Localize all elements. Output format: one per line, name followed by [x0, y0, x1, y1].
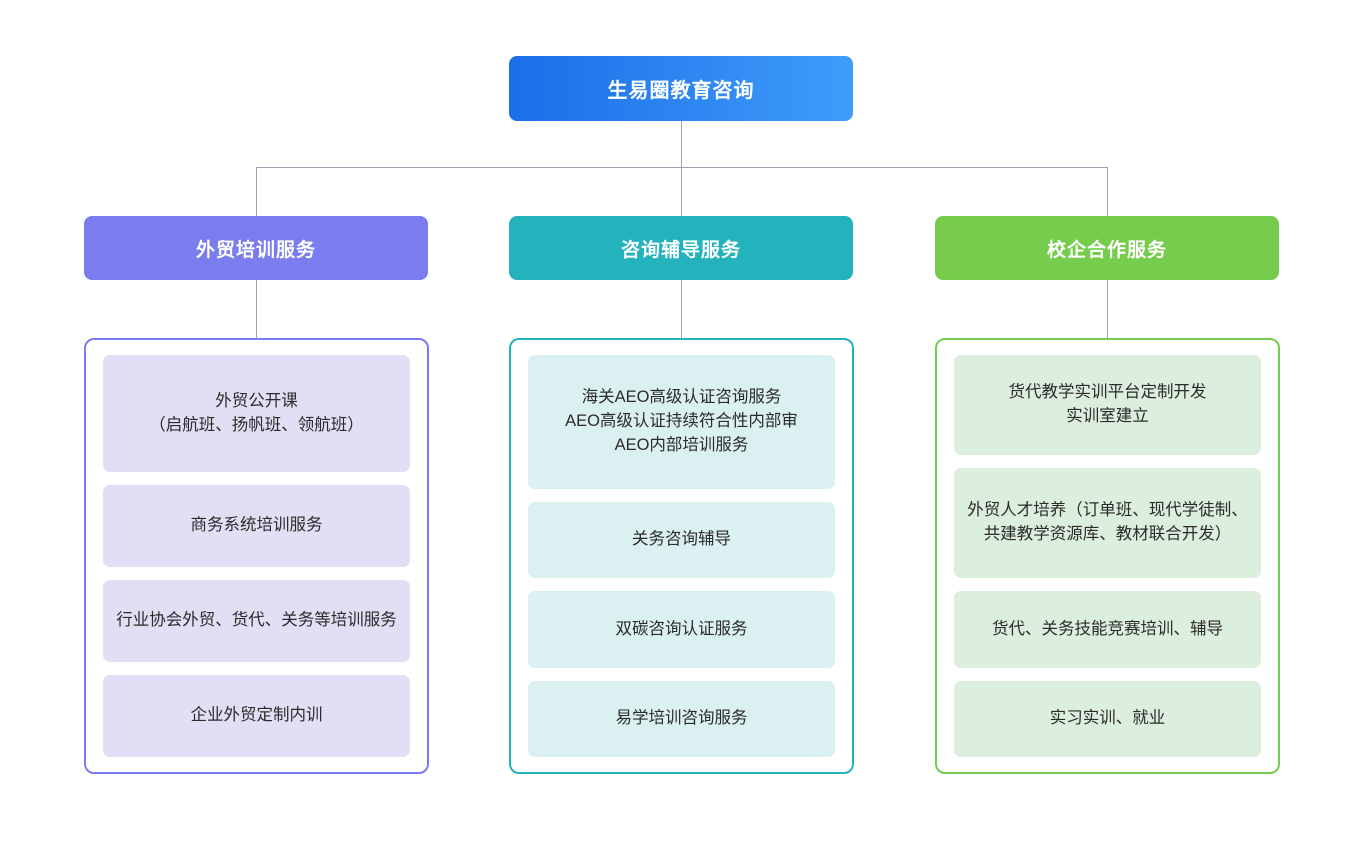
branch-header-xiaoqi-hezuo[interactable]: 校企合作服务	[935, 216, 1279, 280]
service-item[interactable]: 货代教学实训平台定制开发 实训室建立	[954, 355, 1261, 456]
branch-header-label: 外贸培训服务	[195, 239, 316, 261]
connector-branch-1-vertical	[681, 167, 682, 216]
root-node[interactable]: 生易圈教育咨询	[509, 56, 853, 121]
service-item[interactable]: 海关AEO高级认证咨询服务 AEO高级认证持续符合性内部审 AEO内部培训服务	[528, 355, 835, 490]
branch-header-zixun-fudao[interactable]: 咨询辅导服务	[509, 216, 853, 280]
service-item[interactable]: 企业外贸定制内训	[103, 675, 410, 757]
branch-header-waimao-peixun[interactable]: 外贸培训服务	[84, 216, 428, 280]
branch-header-label: 校企合作服务	[1046, 239, 1167, 261]
service-item[interactable]: 易学培训咨询服务	[528, 680, 835, 757]
connector-panel-1-vertical	[681, 280, 682, 338]
service-item[interactable]: 双碳咨询认证服务	[528, 591, 835, 668]
connector-horizontal-bus	[256, 167, 1108, 168]
service-item[interactable]: 行业协会外贸、货代、关务等培训服务	[103, 580, 410, 663]
connector-root-vertical	[681, 121, 682, 167]
root-node-label: 生易圈教育咨询	[607, 80, 755, 102]
branch-panel-xiaoqi-hezuo: 货代教学实训平台定制开发 实训室建立 外贸人才培养（订单班、现代学徒制、共建教学…	[935, 338, 1280, 774]
service-item[interactable]: 外贸公开课 （启航班、扬帆班、领航班）	[103, 355, 410, 473]
branch-panel-zixun-fudao: 海关AEO高级认证咨询服务 AEO高级认证持续符合性内部审 AEO内部培训服务 …	[509, 338, 854, 774]
service-item[interactable]: 商务系统培训服务	[103, 485, 410, 568]
connector-panel-0-vertical	[256, 280, 257, 338]
service-item[interactable]: 货代、关务技能竞赛培训、辅导	[954, 591, 1261, 668]
service-item[interactable]: 关务咨询辅导	[528, 502, 835, 579]
service-item[interactable]: 外贸人才培养（订单班、现代学徒制、共建教学资源库、教材联合开发）	[954, 468, 1261, 579]
service-item[interactable]: 实习实训、就业	[954, 680, 1261, 757]
connector-branch-2-vertical	[1107, 167, 1108, 216]
branch-header-label: 咨询辅导服务	[620, 239, 741, 261]
branch-panel-waimao-peixun: 外贸公开课 （启航班、扬帆班、领航班） 商务系统培训服务 行业协会外贸、货代、关…	[84, 338, 429, 774]
connector-branch-0-vertical	[256, 167, 257, 216]
connector-panel-2-vertical	[1107, 280, 1108, 338]
